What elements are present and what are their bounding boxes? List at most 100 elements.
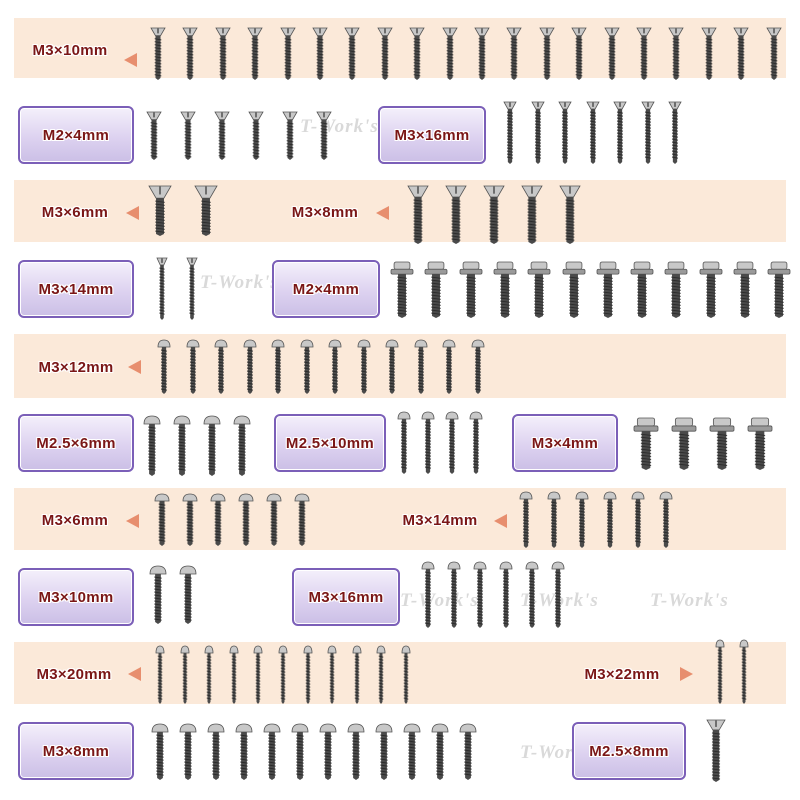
size-label: M3×4mm <box>512 414 618 472</box>
size-label-text: M3×10mm <box>32 41 108 59</box>
button-head-screw <box>385 339 399 394</box>
button-head-screw <box>203 415 221 476</box>
flat-head-screw <box>214 111 230 160</box>
flat-head-screw <box>613 101 627 164</box>
size-label-text: M3×4mm <box>531 434 599 452</box>
pointer-arrow <box>680 667 693 681</box>
flat-head-screw <box>316 111 332 160</box>
button-head-screw <box>547 491 561 548</box>
flat-head-screw <box>146 111 162 160</box>
button-head-screw <box>157 339 171 394</box>
size-label-text: M3×6mm <box>41 511 109 529</box>
button-head-screw <box>442 339 456 394</box>
flat-head-screw <box>539 27 555 80</box>
size-label: M3×22mm <box>570 660 674 688</box>
pointer-arrow <box>494 514 507 528</box>
size-label: M3×6mm <box>28 506 122 534</box>
button-head-screw <box>328 339 342 394</box>
button-head-screw <box>397 411 411 474</box>
flange-head-screw <box>390 261 414 318</box>
button-head-screw <box>421 561 435 628</box>
size-label: M2.5×8mm <box>572 722 686 780</box>
button-head-screw <box>447 561 461 628</box>
size-label: M3×20mm <box>24 660 124 688</box>
size-label-text: M3×12mm <box>38 358 114 376</box>
size-label: M3×16mm <box>292 568 400 626</box>
flat-head-screw <box>377 27 393 80</box>
size-label: M3×16mm <box>378 106 486 164</box>
button-head-screw <box>519 491 533 548</box>
button-head-screw <box>243 339 256 394</box>
button-head-screw <box>180 645 189 704</box>
button-head-screw <box>278 645 288 704</box>
flat-head-screw <box>180 111 196 160</box>
button-head-screw <box>739 639 749 704</box>
flange-head-screw <box>709 417 735 470</box>
flat-head-screw <box>248 111 264 160</box>
size-label-text: M3×16mm <box>308 588 384 606</box>
button-head-screw <box>186 339 199 394</box>
button-head-screw <box>143 415 161 476</box>
row-band-7 <box>14 488 786 550</box>
flange-head-screw <box>424 261 448 318</box>
flat-head-screw <box>312 27 328 80</box>
flat-head-screw <box>150 27 166 80</box>
row-band-9 <box>14 642 786 704</box>
flat-head-screw <box>506 27 523 80</box>
button-head-screw <box>414 339 427 394</box>
flat-head-screw <box>409 27 425 80</box>
flange-head-screw <box>671 417 697 470</box>
flat-head-screw <box>474 27 490 80</box>
button-head-screw <box>155 645 165 704</box>
pointer-arrow <box>376 206 389 220</box>
button-head-screw <box>631 491 645 548</box>
flat-head-screw <box>483 185 505 244</box>
flange-head-screw <box>733 261 757 318</box>
button-head-screw <box>173 415 191 476</box>
flat-head-screw <box>585 101 600 164</box>
flat-head-screw <box>558 101 572 164</box>
button-head-screw <box>179 565 197 624</box>
button-head-screw <box>473 561 487 628</box>
flat-head-screw <box>530 101 545 164</box>
button-head-screw <box>271 339 285 394</box>
flat-head-screw <box>503 101 517 164</box>
button-head-screw <box>266 493 282 546</box>
flat-head-screw <box>344 27 361 80</box>
size-label-text: M3×22mm <box>584 665 660 683</box>
flat-head-screw <box>571 27 587 80</box>
button-head-screw <box>421 411 435 474</box>
button-head-screw <box>499 561 513 628</box>
size-label: M2.5×6mm <box>18 414 134 472</box>
button-head-screw <box>149 565 167 624</box>
size-label: M3×10mm <box>20 36 120 64</box>
size-label-text: M3×20mm <box>36 665 112 683</box>
flange-head-screw <box>630 261 654 318</box>
flat-head-screw <box>559 185 581 244</box>
button-head-screw <box>291 723 309 780</box>
flat-head-screw <box>701 27 717 80</box>
button-head-screw <box>300 339 313 394</box>
size-label: M3×14mm <box>18 260 134 318</box>
button-head-screw <box>210 493 226 546</box>
button-head-screw <box>235 723 253 780</box>
pointer-arrow <box>124 53 137 67</box>
button-head-screw <box>182 493 198 546</box>
flat-head-screw <box>282 111 298 160</box>
size-label-text: M3×14mm <box>402 511 478 529</box>
size-label: M3×6mm <box>30 198 120 226</box>
pointer-arrow <box>128 360 141 374</box>
button-head-screw <box>376 645 386 704</box>
button-head-screw <box>352 645 362 704</box>
pointer-arrow <box>128 667 141 681</box>
size-label-text: M3×8mm <box>291 203 359 221</box>
flange-head-screw <box>562 261 585 318</box>
button-head-screw <box>403 723 421 780</box>
button-head-screw <box>154 493 170 546</box>
flat-head-screw <box>279 27 296 80</box>
flat-head-screw <box>148 185 172 236</box>
size-label-text: M2.5×8mm <box>589 742 669 760</box>
row-band-5 <box>14 334 786 398</box>
size-label-text: M2×4mm <box>42 126 110 144</box>
size-label: M3×10mm <box>18 568 134 626</box>
